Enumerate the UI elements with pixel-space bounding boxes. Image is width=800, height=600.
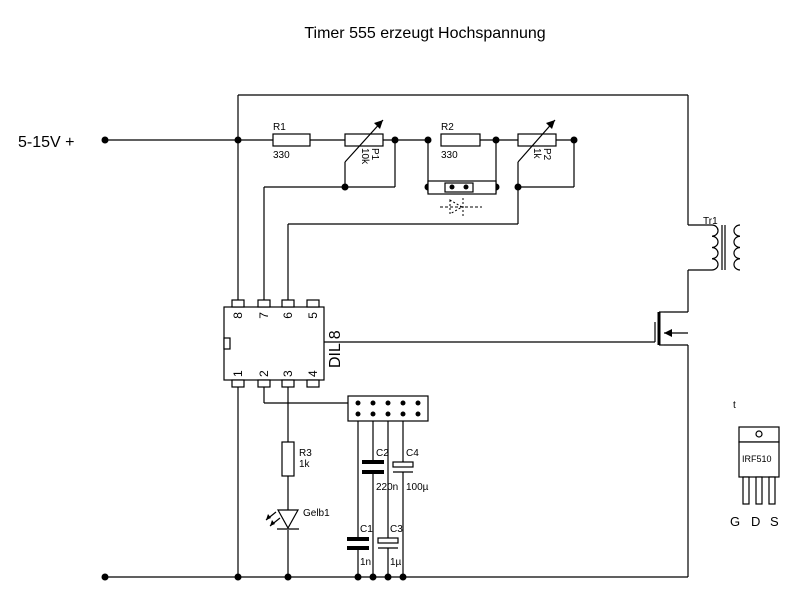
jumper bbox=[427, 180, 497, 195]
supply-label: 5-15V + bbox=[18, 134, 74, 151]
resistor-r2: R2 330 bbox=[440, 122, 481, 161]
svg-text:C2: C2 bbox=[376, 448, 389, 459]
svg-text:C1: C1 bbox=[360, 524, 373, 535]
svg-text:10k: 10k bbox=[359, 148, 370, 165]
svg-text:330: 330 bbox=[273, 150, 290, 161]
irf510-package: t IRF510 G D S bbox=[730, 400, 780, 529]
svg-text:100µ: 100µ bbox=[406, 482, 429, 493]
svg-text:IRF510: IRF510 bbox=[742, 454, 772, 464]
capacitor-c3: C3 1µ bbox=[377, 524, 403, 568]
svg-text:220n: 220n bbox=[376, 482, 398, 493]
pin-8-label: 8 bbox=[231, 312, 245, 319]
transformer-tr1: Tr1 bbox=[703, 216, 741, 271]
potentiometer-p2: P2 1k bbox=[517, 119, 557, 163]
svg-text:C4: C4 bbox=[406, 448, 419, 459]
pin-6-label: 6 bbox=[281, 312, 295, 319]
pin-g-label: G bbox=[730, 514, 740, 529]
svg-text:Tr1: Tr1 bbox=[703, 216, 718, 227]
svg-text:1k: 1k bbox=[531, 148, 542, 160]
svg-text:C3: C3 bbox=[390, 524, 403, 535]
svg-text:P1: P1 bbox=[369, 148, 380, 161]
svg-text:1k: 1k bbox=[299, 459, 311, 470]
svg-text:R1: R1 bbox=[273, 122, 286, 133]
svg-text:R2: R2 bbox=[441, 122, 454, 133]
pin-d-label: D bbox=[751, 514, 760, 529]
pin-5-label: 5 bbox=[306, 312, 320, 319]
pin-1-label: 1 bbox=[231, 370, 245, 377]
pin-4-label: 4 bbox=[306, 370, 320, 377]
resistor-r3: R3 1k bbox=[281, 441, 312, 477]
svg-text:1n: 1n bbox=[360, 557, 371, 568]
wires bbox=[105, 94, 712, 578]
ic-label: DIL 8 bbox=[327, 330, 344, 368]
potentiometer-p1: P1 10k bbox=[344, 119, 384, 165]
capacitor-c1: C1 1n bbox=[347, 524, 373, 568]
t-label: t bbox=[733, 400, 736, 411]
capacitor-header bbox=[347, 395, 429, 422]
pin-7-label: 7 bbox=[257, 312, 271, 319]
mosfet-symbol bbox=[654, 311, 688, 346]
pin-3-label: 3 bbox=[281, 370, 295, 377]
pin-2-label: 2 bbox=[257, 370, 271, 377]
ic-dil8: 8 7 6 5 1 2 3 4 DIL 8 bbox=[223, 299, 344, 388]
pin-s-label: S bbox=[770, 514, 779, 529]
title: Timer 555 erzeugt Hochspannung bbox=[304, 25, 545, 42]
svg-text:P2: P2 bbox=[541, 148, 552, 161]
capacitor-c2: C2 220n bbox=[362, 448, 398, 493]
svg-text:330: 330 bbox=[441, 150, 458, 161]
capacitor-c4: C4 100µ bbox=[392, 448, 429, 493]
svg-text:R3: R3 bbox=[299, 448, 312, 459]
svg-text:1µ: 1µ bbox=[390, 557, 402, 568]
svg-text:Gelb1: Gelb1 bbox=[303, 508, 330, 519]
led-icon: Gelb1 bbox=[265, 508, 330, 530]
optional-diode-icon bbox=[440, 198, 482, 218]
resistor-r1: R1 330 bbox=[272, 122, 311, 161]
